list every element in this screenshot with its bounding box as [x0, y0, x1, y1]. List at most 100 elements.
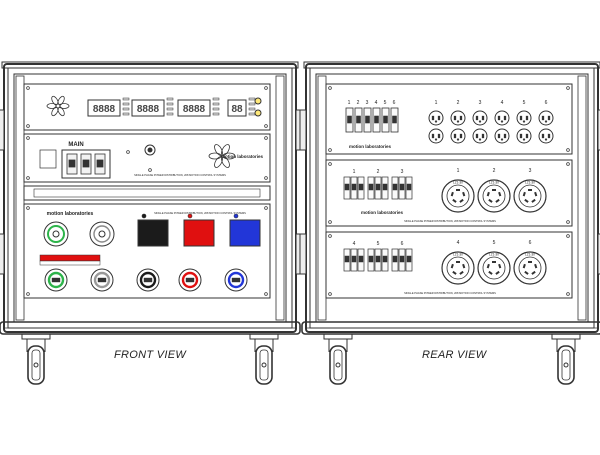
round-connector-green-ring: [47, 225, 65, 243]
main-breaker-body: [61, 149, 111, 179]
duplex-outlet-slot: [431, 133, 435, 139]
rear-middle-twistlock-number: 1: [457, 168, 460, 174]
right-latch-top: [597, 109, 600, 151]
rear-middle-twistlock-pin: [488, 198, 493, 203]
case-base: [301, 321, 600, 335]
rear-bottom-breaker-toggle: [382, 255, 388, 263]
duplex-outlet-slot: [453, 133, 457, 139]
case-outer: [305, 63, 599, 333]
duplex-outlet-slot: [547, 115, 551, 121]
rear-middle-breaker-toggle: [382, 183, 388, 191]
duplex-outlet-ground: [544, 138, 548, 141]
duplex-outlet: [428, 128, 444, 144]
caster-wheel-1: [255, 345, 273, 385]
duplex-outlet-slot: [525, 133, 529, 139]
blank-panel: [23, 185, 271, 201]
connector-panel: [23, 203, 271, 299]
meter-led-bar: [122, 97, 130, 101]
caster-plate-0: [21, 333, 51, 340]
rear-top-breaker-number: 3: [366, 100, 369, 106]
rear-bottom-twistlock-number: 4: [457, 240, 460, 246]
breaker-panel-screw: [26, 136, 30, 140]
rear-bottom-twistlock-pin: [452, 270, 457, 275]
rear-middle-twistlock-inner: [518, 184, 542, 208]
rear-panel-screw: [328, 220, 332, 224]
rear-bottom-twistlock-pin: [450, 263, 454, 269]
rear-top-panel: [325, 83, 573, 155]
rear-middle-note: SINGLE PHASE POWER DISTRIBUTION, 208 MOT…: [404, 219, 496, 223]
rear-panel-screw: [566, 220, 570, 224]
rear-bottom-twistlock-label: L21-30: [525, 253, 535, 257]
brand-logo-petal: [208, 152, 222, 160]
rear-outlet-number: 5: [523, 100, 526, 106]
duplex-outlet-slot: [475, 115, 479, 121]
breaker-panel-screw: [26, 176, 30, 180]
round-connector-green-core: [52, 230, 60, 238]
rear-middle-breaker-toggle: [368, 183, 374, 191]
rear-middle-breaker-toggle: [351, 183, 357, 191]
rear-top-breaker-toggle: [356, 115, 361, 124]
rear-panel-screw: [566, 86, 570, 90]
rear-middle-twistlock-pin: [524, 198, 529, 203]
meter-panel-screw: [26, 86, 30, 90]
rear-middle-breaker-toggle: [344, 183, 350, 191]
pilot-connector-slot-3: [185, 277, 195, 283]
rear-bottom-breaker-number: 4: [353, 241, 356, 247]
meter-panel-screw: [264, 124, 268, 128]
duplex-outlet-ground: [434, 138, 438, 141]
duplex-outlet-slot: [431, 115, 435, 121]
caster-axle-0: [335, 362, 341, 368]
pilot-connector-ring-0: [47, 271, 65, 289]
rear-top-breaker-toggle: [374, 115, 379, 124]
duplex-outlet: [516, 128, 532, 144]
rear-middle-twistlock-label: L21-30: [489, 181, 499, 185]
rear-middle-breaker-number: 2: [377, 169, 380, 175]
meter-panel-screw: [264, 86, 268, 90]
panel-bolt: [148, 168, 152, 172]
rear-top-breaker-number: 2: [357, 100, 360, 106]
duplex-outlet-slot: [475, 133, 479, 139]
rear-middle-twistlock-pin: [456, 189, 460, 191]
caster-plate-1: [551, 333, 581, 340]
rack-rail-right: [275, 75, 285, 321]
brand-logo-petal: [222, 152, 236, 160]
duplex-outlet: [494, 110, 510, 126]
rear-middle-panel: [325, 159, 573, 227]
duplex-outlet-slot: [497, 133, 501, 139]
meter-digits-1: 8888: [137, 104, 160, 115]
camlock-block-1: [183, 219, 215, 247]
rear-bottom-twistlock-pin: [495, 270, 500, 275]
rear-bottom-twistlock-pin: [528, 261, 532, 263]
rear-bottom-twistlock-pin: [488, 270, 493, 275]
pilot-lamp-yellow: [254, 97, 262, 105]
case-outer: [3, 63, 297, 333]
duplex-outlet-slot: [481, 115, 485, 121]
breaker-panel-screw: [264, 176, 268, 180]
rear-middle-twistlock-pin: [534, 191, 538, 197]
meter-led-bar: [122, 112, 130, 116]
meter-led-bar: [166, 112, 174, 116]
rear-bottom-panel: [325, 231, 573, 299]
rear-middle-breaker-toggle: [406, 183, 412, 191]
rear-bottom-twistlock-number: 5: [493, 240, 496, 246]
rear-bottom-breaker-toggle: [375, 255, 381, 263]
caster-hub-1: [561, 349, 571, 381]
duplex-outlet-slot: [541, 133, 545, 139]
caster-hub-0: [333, 349, 343, 381]
camlock-indicator-0: [141, 213, 147, 219]
rear-middle-twistlock-pin: [531, 198, 536, 203]
duplex-outlet-slot: [541, 115, 545, 121]
meter-display-1: [131, 99, 165, 117]
rear-middle-breaker-number: 1: [353, 169, 356, 175]
duplex-outlet: [538, 128, 554, 144]
duplex-outlet-slot: [503, 115, 507, 121]
rear-middle-breaker-toggle: [358, 183, 364, 191]
duplex-outlet-slot: [547, 133, 551, 139]
meter-digits-3: 88: [231, 104, 243, 115]
rear-bottom-twistlock-pin: [534, 263, 538, 269]
rear-middle-twistlock-pin: [452, 198, 457, 203]
rear-middle-brand: motion laboratories: [361, 210, 404, 215]
duplex-outlet-slot: [519, 115, 523, 121]
rear-middle-twistlock-label: L21-30: [453, 181, 463, 185]
